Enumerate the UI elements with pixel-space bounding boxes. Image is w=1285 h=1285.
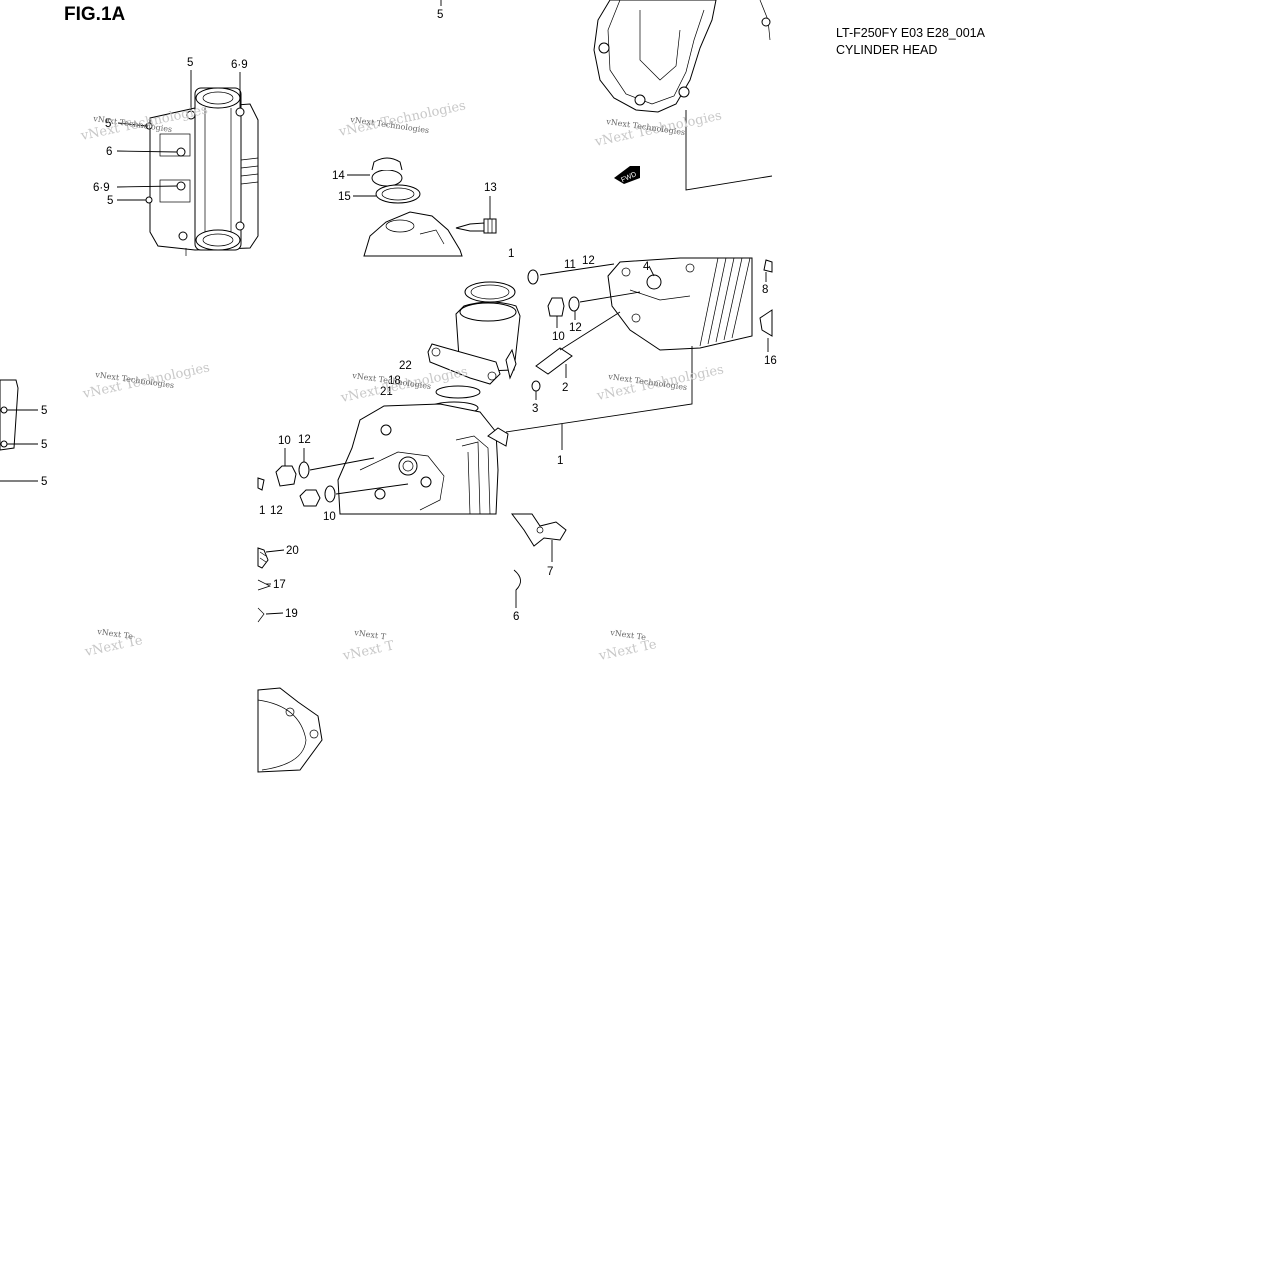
svg-text:20: 20 [286,545,299,557]
svg-text:15: 15 [338,191,351,203]
svg-text:5: 5 [41,476,47,488]
svg-text:12: 12 [582,255,595,267]
svg-text:6: 6 [513,611,519,623]
model-info: LT-F250FY E03 E28_001A CYLINDER HEAD [836,25,985,59]
svg-text:7: 7 [547,566,553,578]
cam-gasket [511,513,567,547]
svg-text:12: 12 [270,505,283,517]
svg-text:12: 12 [298,434,311,446]
lower-nuts [257,461,336,507]
stud-bolt [531,311,621,392]
svg-text:6: 6 [106,146,112,158]
svg-text:vNext Te: vNext Te [609,628,647,642]
svg-text:21: 21 [380,386,393,398]
svg-text:5: 5 [41,439,47,451]
svg-text:22: 22 [399,360,412,372]
svg-text:10: 10 [552,331,565,343]
svg-text:16: 16 [764,355,777,367]
cylinder-gasket [257,687,323,773]
section-title: CYLINDER HEAD [836,43,938,57]
svg-text:1: 1 [557,455,563,467]
oil-cap-assembly [363,157,463,257]
callout-labels: 5 5 6·9 5 6 6·9 5 14 15 13 1 11 12 4 8 1… [41,9,777,623]
svg-text:6·9: 6·9 [231,59,248,71]
svg-text:1: 1 [508,248,514,260]
crankcase-cover [593,0,771,113]
svg-text:1: 1 [259,505,265,517]
svg-text:12: 12 [569,322,582,334]
left-cover-fragment [0,379,19,451]
svg-text:18: 18 [388,375,401,387]
svg-text:5: 5 [41,405,47,417]
svg-text:3: 3 [532,403,538,415]
figure-label: FIG.1A [64,4,126,25]
cylinder-head-main [607,257,753,351]
svg-text:vNext T: vNext T [353,628,387,642]
spark-plug [455,218,497,234]
svg-text:14: 14 [332,170,345,182]
fwd-arrow: FWD [614,166,640,184]
svg-text:19: 19 [285,608,298,620]
svg-text:4: 4 [643,261,650,273]
svg-text:5: 5 [187,57,193,69]
svg-text:5: 5 [105,118,111,130]
cylinder-head-lower [337,403,509,515]
svg-text:10: 10 [278,435,291,447]
svg-text:5: 5 [107,195,113,207]
svg-text:6·9: 6·9 [93,182,110,194]
intake-pipe [427,281,521,415]
svg-text:11: 11 [564,259,576,271]
svg-text:5: 5 [437,9,443,21]
head-top-view [145,87,259,256]
svg-text:2: 2 [562,382,568,394]
svg-text:vNext Te: vNext Te [597,637,659,664]
model-code: LT-F250FY E03 E28_001A [836,26,985,40]
svg-text:13: 13 [484,182,497,194]
svg-text:8: 8 [762,284,768,296]
svg-text:10: 10 [323,511,336,523]
svg-text:17: 17 [273,579,286,591]
cam-chain-tensioner-bolts [527,259,773,337]
svg-text:vNext T: vNext T [341,638,396,664]
valve-parts [257,547,271,623]
